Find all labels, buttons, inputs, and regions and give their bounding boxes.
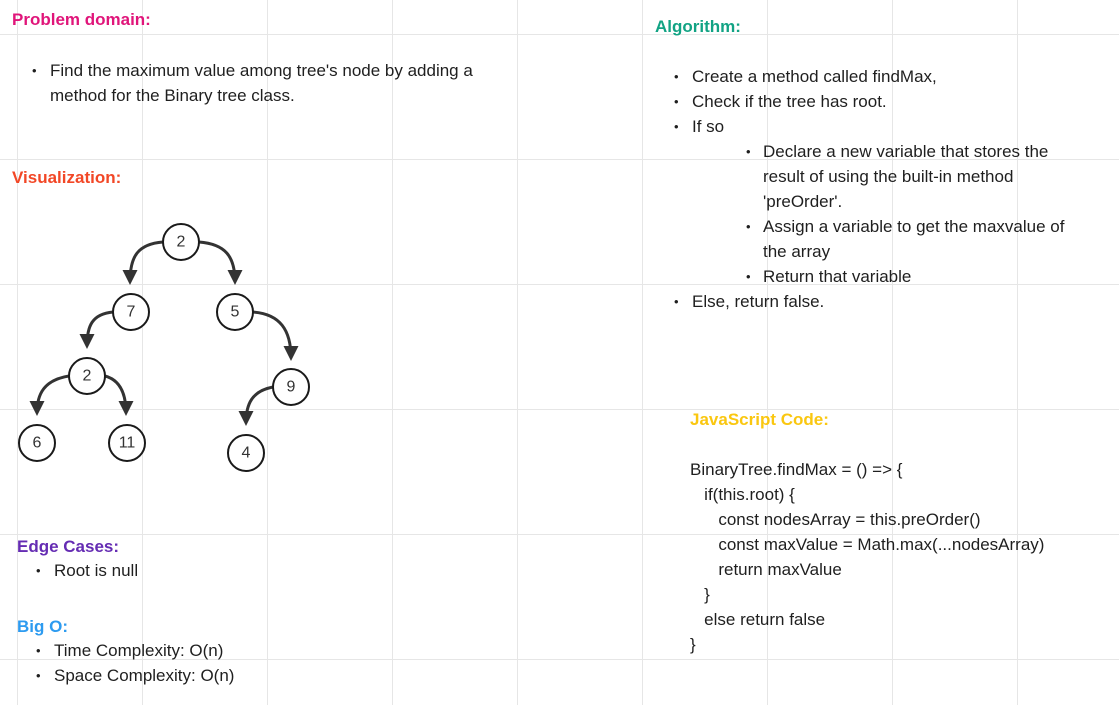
javascript-heading: JavaScript Code: (690, 410, 829, 429)
node-label: 7 (127, 304, 136, 321)
code-line: } (690, 585, 710, 604)
node-label: 2 (83, 368, 92, 385)
algorithm-substep: Declare a new variable that stores the r… (746, 139, 1086, 214)
problem-domain-heading: Problem domain: (12, 10, 151, 29)
tree-node (162, 223, 200, 261)
edge-arrow (104, 374, 134, 416)
problem-domain-section: Problem domain: (12, 10, 151, 30)
big-o-heading: Big O: (17, 617, 68, 636)
node-label: 4 (242, 445, 251, 462)
big-o-section: Big O: (17, 617, 68, 637)
algorithm-step: Check if the tree has root. (672, 89, 1092, 114)
javascript-section: JavaScript Code: (690, 410, 829, 430)
code-line: else return false (690, 610, 826, 629)
visualization-heading: Visualization: (12, 168, 122, 187)
big-o-list: Time Complexity: O(n) Space Complexity: … (34, 638, 334, 688)
visualization-section: Visualization: (12, 168, 121, 188)
algorithm-step: Else, return false. (672, 289, 1092, 314)
algorithm-substeps: Declare a new variable that stores the r… (692, 139, 1086, 289)
algorithm-step-text: Else, return false. (692, 292, 825, 311)
edge-cases-list: Root is null (34, 558, 334, 583)
edge-cases-section: Edge Cases: (17, 537, 119, 557)
node-label: 5 (231, 304, 240, 321)
tree-node (272, 368, 310, 406)
algorithm-step: Create a method called findMax, (672, 64, 1092, 89)
algorithm-step-text: Create a method called findMax, (692, 67, 937, 86)
algorithm-section: Algorithm: (655, 17, 741, 37)
code-line: return maxValue (690, 560, 842, 579)
big-o-item: Time Complexity: O(n) (34, 638, 334, 663)
binary-tree-diagram: 2 7 5 2 9 6 11 4 (18, 223, 310, 472)
tree-node (112, 293, 150, 331)
edge-cases-heading: Edge Cases: (17, 537, 120, 556)
edge-case-item: Root is null (34, 558, 334, 583)
node-label: 11 (119, 435, 136, 452)
edge-arrow (198, 240, 243, 285)
code-line: const maxValue = Math.max(...nodesArray) (690, 535, 1045, 554)
edge-arrow (79, 310, 114, 349)
edge-arrow (252, 310, 299, 361)
node-label: 2 (177, 234, 186, 251)
big-o-item: Space Complexity: O(n) (34, 663, 334, 688)
algorithm-step-text: Check if the tree has root. (692, 92, 887, 111)
algorithm-step: If so Declare a new variable that stores… (672, 114, 1092, 289)
code-line: if(this.root) { (690, 485, 795, 504)
edge-arrow (122, 240, 164, 285)
tree-node (216, 293, 254, 331)
code-block: BinaryTree.findMax = () => { if(this.roo… (690, 457, 1044, 657)
tree-node (108, 424, 146, 462)
problem-domain-bullet: Find the maximum value among tree's node… (30, 58, 520, 108)
code-line: BinaryTree.findMax = () => { (690, 460, 903, 479)
edge-arrow (29, 374, 70, 416)
algorithm-step-text: If so (692, 117, 725, 136)
algorithm-steps: Create a method called findMax, Check if… (672, 64, 1092, 314)
problem-domain-list: Find the maximum value among tree's node… (30, 58, 520, 108)
algorithm-substep: Return that variable (746, 264, 1086, 289)
code-line: const nodesArray = this.preOrder() (690, 510, 981, 529)
tree-node (18, 424, 56, 462)
edge-arrow (238, 385, 274, 426)
node-label: 9 (287, 379, 296, 396)
algorithm-substep: Assign a variable to get the maxvalue of… (746, 214, 1086, 264)
algorithm-heading: Algorithm: (655, 17, 741, 36)
code-line: } (690, 635, 696, 654)
tree-node (68, 357, 106, 395)
tree-node (227, 434, 265, 472)
node-label: 6 (33, 435, 42, 452)
